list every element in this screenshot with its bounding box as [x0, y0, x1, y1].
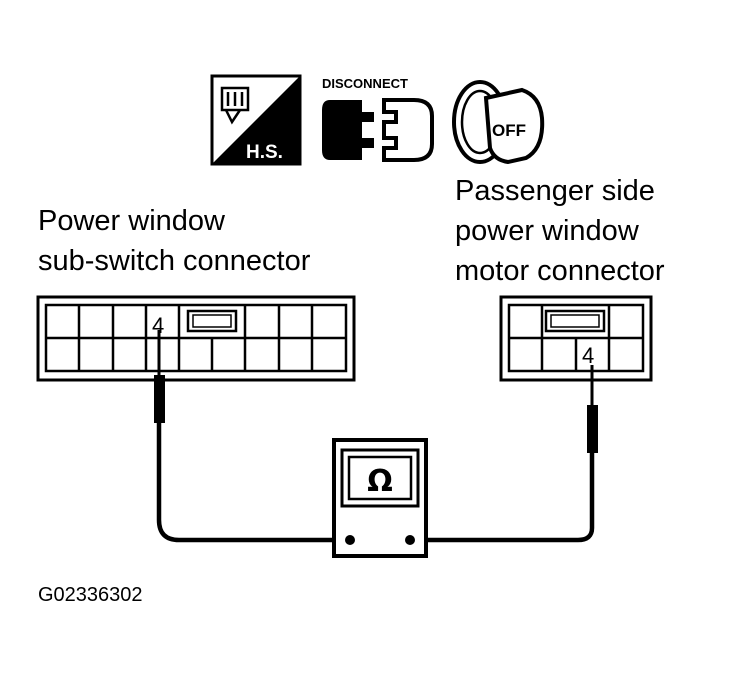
motor-connector — [499, 295, 653, 382]
right-connector-label-line3: motor connector — [455, 255, 665, 287]
right-connector-label-line2: power window — [455, 215, 640, 247]
right-connector-label-line1: Passenger side — [455, 175, 655, 207]
ignition-off-icon: OFF — [452, 80, 545, 165]
left-connector-label-line2: sub-switch connector — [38, 245, 311, 277]
harness-sticker-label: H.S. — [246, 142, 283, 163]
left-connector-label-line1: Power window — [38, 205, 226, 237]
ohmmeter-icon — [332, 438, 428, 558]
left-pin-number: 4 — [152, 313, 164, 338]
right-pin-number: 4 — [582, 343, 594, 368]
meter-terminal-right — [405, 535, 415, 545]
right-test-lead — [410, 365, 598, 543]
left-test-lead — [154, 330, 350, 543]
ignition-off-label: OFF — [492, 121, 526, 140]
ohm-symbol: Ω — [367, 464, 393, 499]
figure-code: G02336302 — [38, 584, 143, 606]
disconnect-icon: DISCONNECT — [322, 76, 434, 162]
meter-terminal-left — [345, 535, 355, 545]
harness-sticker-icon: H.S. — [210, 74, 302, 166]
sub-switch-connector — [36, 295, 356, 382]
disconnect-label: DISCONNECT — [322, 76, 408, 91]
